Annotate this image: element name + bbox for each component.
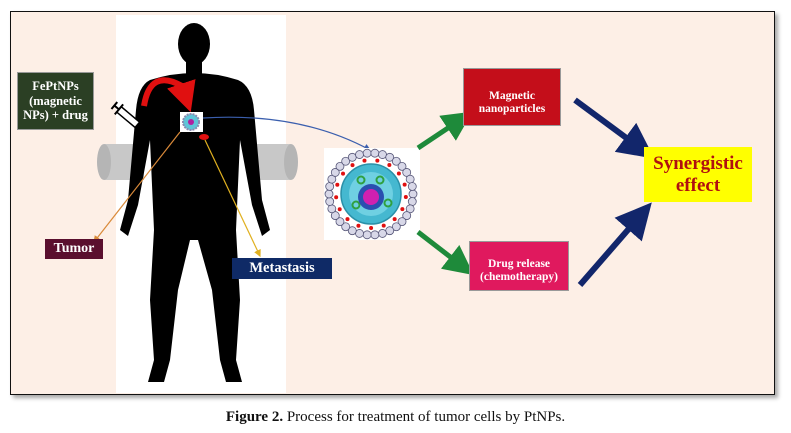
bead: [325, 197, 335, 206]
bead: [378, 229, 387, 238]
magnet-right-icon: [255, 144, 298, 180]
bead: [391, 156, 401, 166]
bead: [385, 226, 395, 236]
bead: [362, 148, 372, 158]
fept-line-2: (magnetic: [29, 93, 82, 108]
synergistic-effect-box: Synergistic effect: [644, 147, 752, 202]
chest-nanoparticle-icon: [180, 112, 203, 132]
bead: [402, 168, 412, 177]
fept-nps-label: FePtNPs (magnetic NPs) + drug: [17, 72, 94, 130]
red-linker: [350, 163, 355, 168]
red-linker: [369, 225, 374, 230]
red-linker: [334, 195, 339, 200]
drug-line-2: (chemotherapy): [480, 271, 558, 283]
metastasis-pointer-line: [204, 139, 261, 258]
bead: [335, 161, 345, 171]
bead: [335, 217, 345, 227]
red-linker: [362, 158, 367, 163]
bead: [362, 230, 372, 240]
bead: [385, 152, 395, 162]
caption-text: Process for treatment of tumor cells by …: [283, 409, 566, 425]
fept-line-3: NPs) + drug: [23, 108, 88, 123]
bead: [407, 197, 417, 206]
red-linker: [345, 217, 350, 222]
red-linker: [387, 163, 392, 168]
magnetic-line-2: nanoparticles: [478, 103, 546, 115]
drug-release-box: Drug release (chemotherapy): [469, 241, 569, 291]
bead: [408, 189, 418, 199]
bead: [402, 211, 412, 220]
nanoparticle-icon: [324, 148, 420, 240]
bead: [347, 152, 357, 162]
bead: [330, 168, 340, 177]
bead: [397, 161, 407, 171]
bead: [327, 204, 337, 214]
bead: [397, 217, 407, 227]
bead: [324, 189, 334, 199]
tumor-label: Tumor: [45, 239, 103, 259]
figure-caption: Figure 2. Process for treatment of tumor…: [0, 409, 791, 426]
tumor-site-icon: [199, 134, 209, 140]
caption-label: Figure 2.: [225, 409, 284, 425]
bead: [330, 211, 340, 220]
fept-line-1: FePtNPs: [32, 79, 79, 94]
injection-arrow: [141, 77, 196, 113]
red-linker: [400, 207, 405, 212]
bead: [327, 174, 337, 184]
arrow-drug-to-synergy: [577, 202, 652, 287]
red-linker: [356, 223, 361, 228]
syringe-icon: [110, 101, 146, 132]
bead: [405, 174, 415, 184]
bead: [370, 148, 380, 158]
metastasis-text: Metastasis: [249, 260, 315, 277]
bead: [391, 222, 401, 232]
bead: [378, 150, 387, 159]
bead: [407, 182, 417, 191]
bead: [355, 229, 364, 238]
magnetic-nanoparticles-box: Magnetic nanoparticles: [463, 68, 561, 126]
synergy-line-1: Synergistic: [653, 152, 743, 174]
red-linker: [335, 182, 340, 187]
chest-to-particle-line: [202, 116, 372, 151]
bead: [405, 204, 415, 214]
bead: [341, 156, 351, 166]
bead: [325, 182, 335, 191]
synergy-line-2: effect: [675, 174, 721, 196]
red-linker: [402, 182, 407, 187]
bead: [355, 150, 364, 159]
red-linker: [337, 207, 342, 212]
drug-line-1: Drug release: [487, 257, 551, 270]
red-linker: [381, 223, 386, 228]
magnetic-line-1: Magnetic: [489, 89, 535, 102]
human-silhouette-icon: [120, 23, 270, 382]
arrow-to-drug-release: [416, 230, 474, 276]
bead: [341, 222, 351, 232]
bead: [370, 230, 380, 240]
arrow-to-magnetic: [416, 111, 473, 151]
red-linker: [396, 171, 401, 176]
bead: [347, 226, 357, 236]
red-linker: [375, 158, 380, 163]
red-linker: [341, 171, 346, 176]
metastasis-label: Metastasis: [232, 258, 332, 279]
red-linker: [392, 217, 397, 222]
arrow-magnetic-to-synergy: [573, 97, 655, 159]
tumor-text: Tumor: [53, 240, 95, 256]
red-linker: [403, 195, 408, 200]
tumor-pointer-line: [93, 131, 181, 243]
